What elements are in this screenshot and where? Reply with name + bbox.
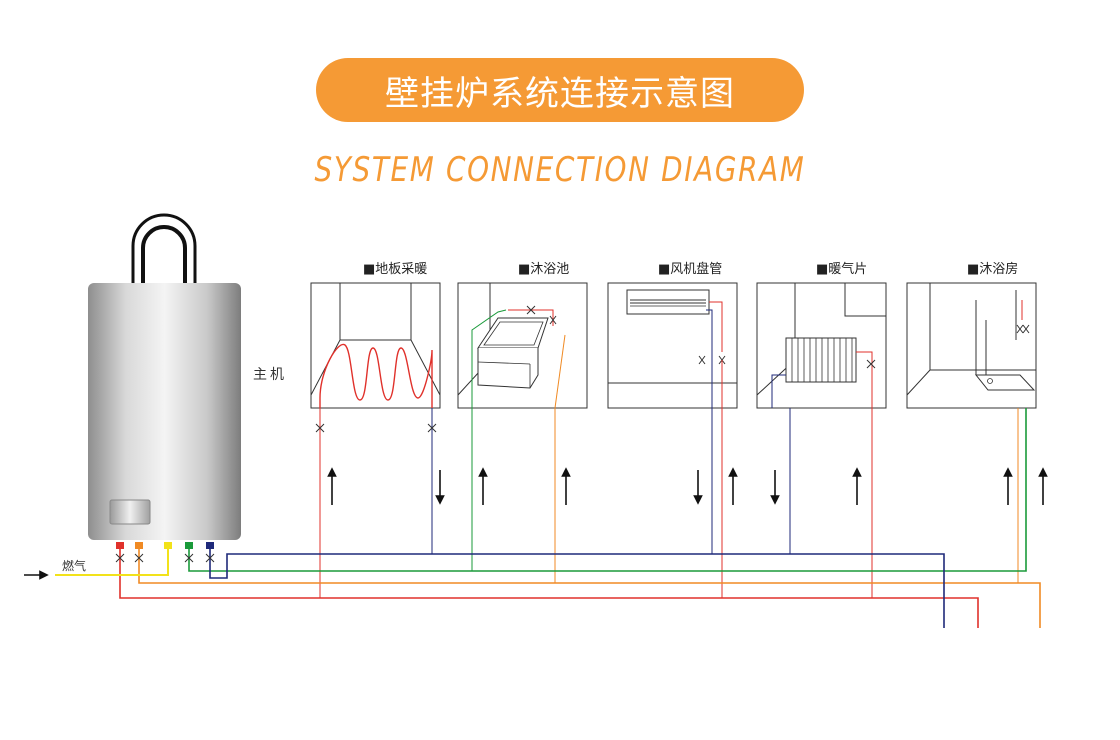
port-valves bbox=[115, 553, 215, 563]
boiler-body bbox=[88, 283, 241, 540]
flue-pipe bbox=[141, 225, 187, 283]
pipe-gas-yellow bbox=[55, 544, 169, 576]
page-title: 壁挂炉系统连接示意图 bbox=[385, 73, 735, 114]
pipe-return-blue bbox=[209, 544, 945, 628]
panel-label-radiator: ■暖气片 bbox=[816, 261, 867, 277]
gas-label: 燃气 bbox=[62, 558, 86, 573]
page-subtitle: SYSTEM CONNECTION DIAGRAM bbox=[314, 150, 806, 190]
panel-floor-heating bbox=[310, 282, 441, 409]
boiler-unit bbox=[88, 213, 241, 540]
title-banner: 壁挂炉系统连接示意图 bbox=[316, 58, 804, 122]
panel-valves bbox=[315, 423, 437, 433]
boiler-display bbox=[109, 499, 151, 525]
boiler-label: 主机 bbox=[253, 367, 287, 383]
pipe-cold-water-green bbox=[188, 408, 1027, 572]
floor-heating-coil bbox=[319, 343, 433, 408]
panel-bathtub bbox=[457, 282, 588, 409]
panel-label-fan-coil: ■风机盘管 bbox=[658, 261, 722, 277]
fan-coil-unit bbox=[626, 289, 710, 315]
boiler-ports bbox=[116, 542, 214, 549]
panel-shower-room bbox=[906, 282, 1037, 409]
panel-label-floor-heating: ■地板采暖 bbox=[363, 262, 427, 277]
pipe-hot-water-orange bbox=[138, 544, 1041, 628]
panel-label-bathtub: ■沐浴池 bbox=[518, 262, 569, 277]
panel-fan-coil bbox=[607, 282, 738, 409]
panel-radiator bbox=[756, 282, 887, 409]
bathtub-shape bbox=[477, 317, 549, 389]
pipe-network bbox=[55, 360, 1041, 628]
pipe-supply-red bbox=[119, 544, 979, 628]
radiator-unit bbox=[785, 337, 857, 383]
flow-arrows bbox=[327, 467, 1048, 505]
panel-label-shower-room: ■沐浴房 bbox=[967, 261, 1018, 277]
